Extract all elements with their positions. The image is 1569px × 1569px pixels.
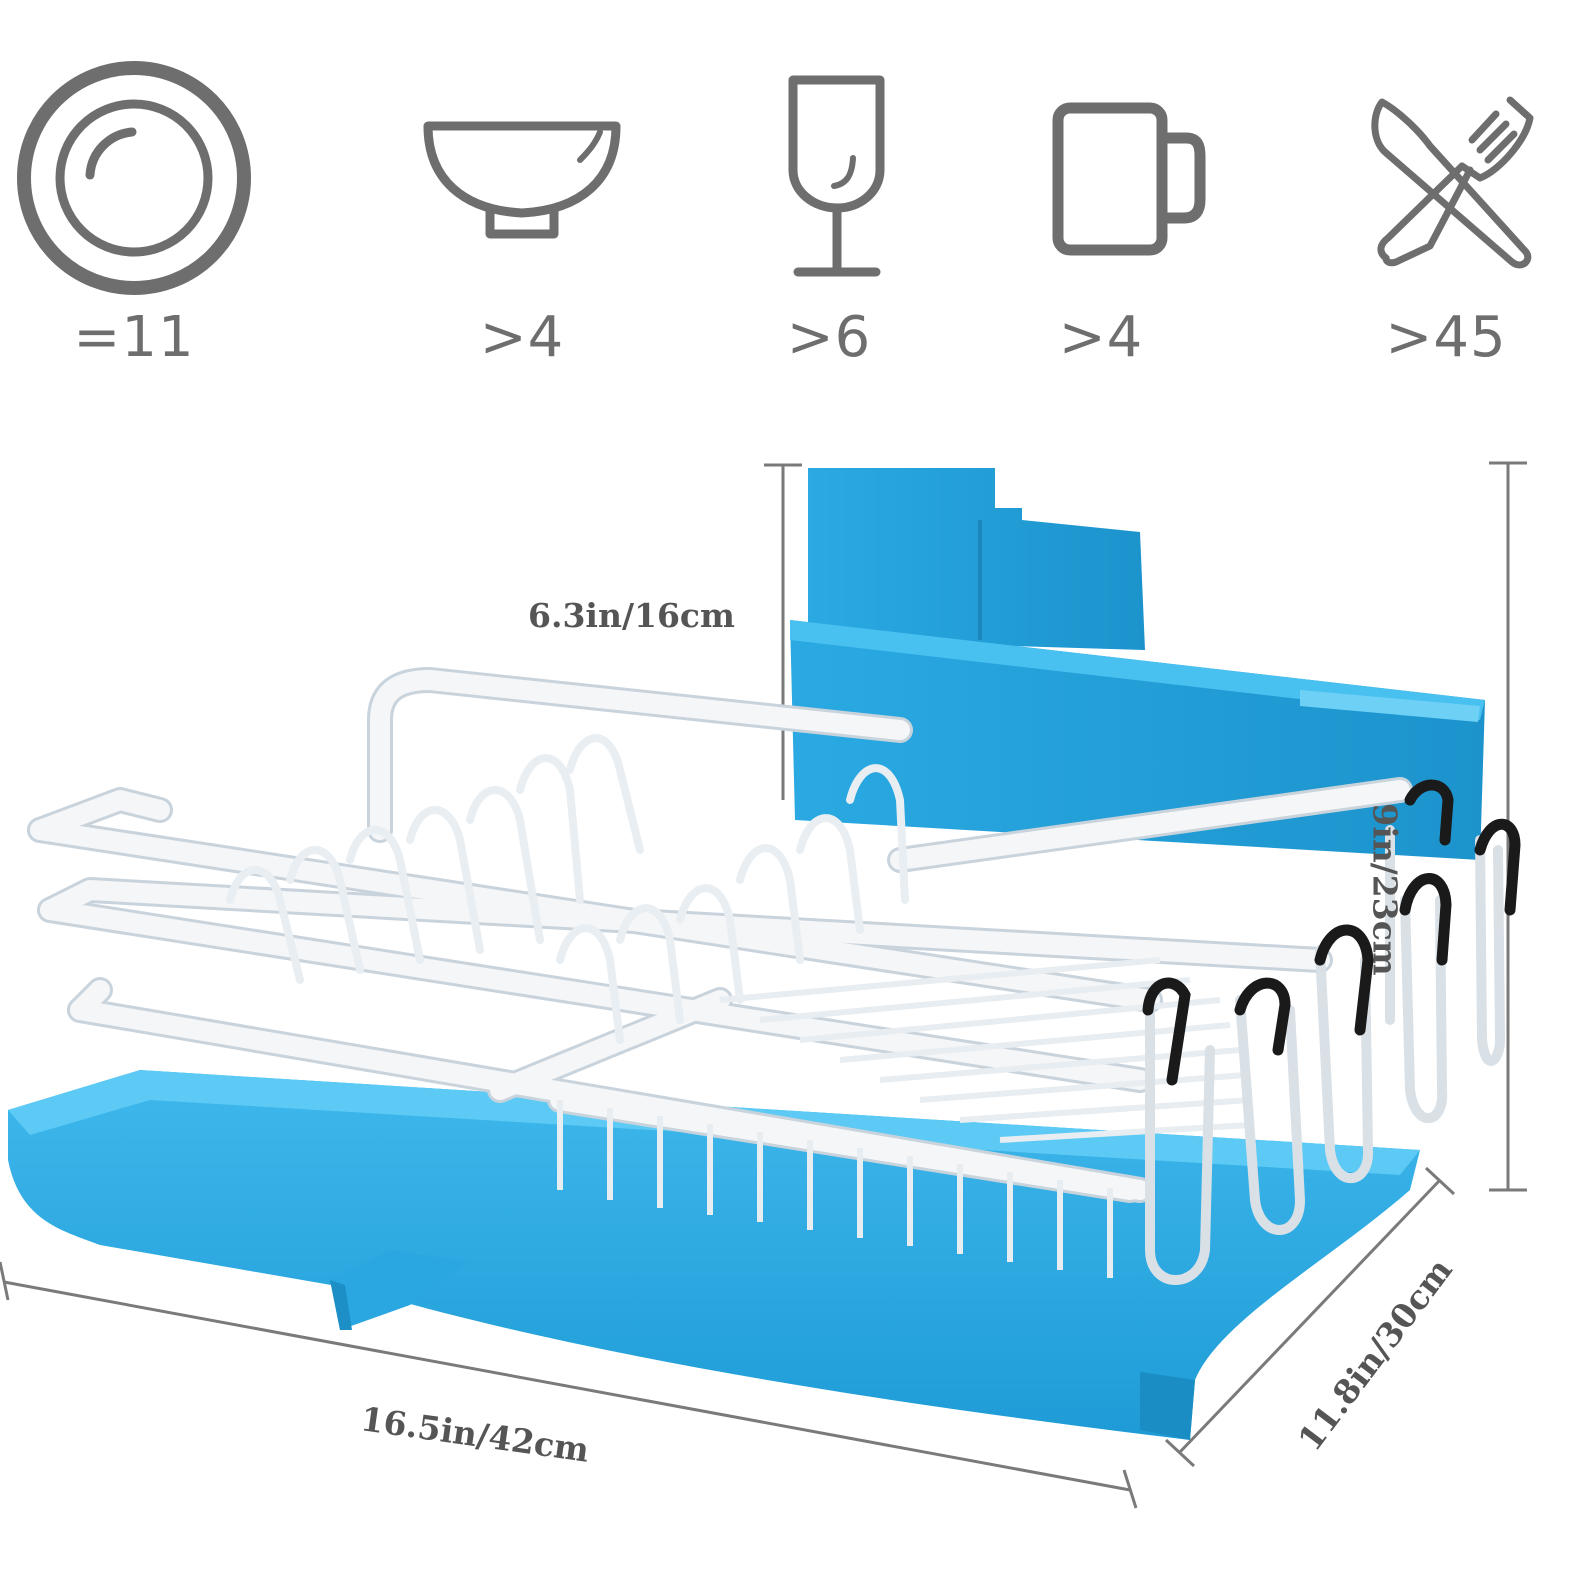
plate-capacity: =11 (73, 305, 195, 370)
cutlery-icon (1371, 96, 1534, 269)
bowl-icon (423, 121, 621, 239)
total-height-label: 9in/23cm (1365, 803, 1405, 976)
mug-capacity: >4 (1058, 305, 1144, 370)
cutlery-capacity: >45 (1385, 305, 1507, 370)
mug-icon (1052, 102, 1206, 256)
bowl-capacity: >4 (479, 305, 565, 370)
utensil-holder-height-label: 6.3in/16cm (528, 596, 735, 635)
wine-glass-icon (788, 75, 885, 277)
plate-wire-loops (226, 734, 909, 1044)
plate-icon (17, 61, 251, 295)
capacity-icons (17, 61, 1534, 295)
wine-glass-capacity: >6 (786, 305, 872, 370)
cup-hooks (1142, 779, 1521, 1285)
utensil-holder (790, 468, 1485, 860)
